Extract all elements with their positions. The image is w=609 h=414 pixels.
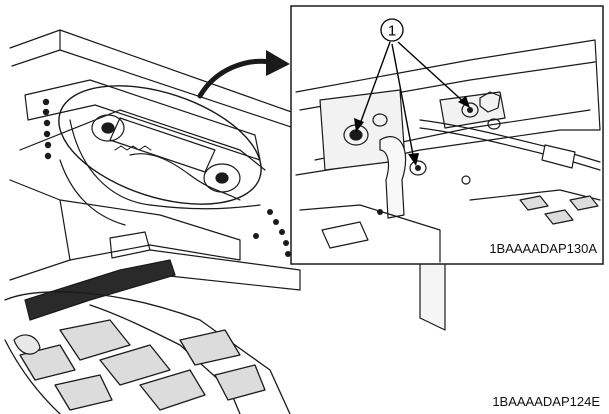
tire (4, 291, 291, 414)
main-view-drawing (4, 29, 446, 414)
leader-to-mid-bolt (391, 43, 415, 161)
hose-line (129, 153, 241, 201)
inset-grille (519, 195, 599, 225)
seat-base-box (419, 261, 446, 331)
mount-bracket-right-inner (215, 172, 229, 184)
cylinder-body (109, 117, 216, 173)
frame-rail-upper (9, 29, 301, 131)
leader-to-right-bolt (397, 41, 467, 105)
body-panel-left (9, 179, 71, 281)
wire-harness (69, 119, 261, 210)
detail-highlight-ellipse (58, 85, 262, 205)
mount-bracket-left-inner (101, 122, 115, 134)
frame-rail-lower (19, 109, 266, 171)
inset-bolt-mid (409, 160, 427, 176)
body-panel-mid (59, 199, 241, 261)
callout-number: 1 (388, 23, 396, 40)
inset-drawing (295, 39, 601, 263)
bolt-column-right (253, 209, 291, 257)
inset-nut-stack (479, 91, 501, 113)
inset-detail: 1 1BAAAADAP130A (290, 5, 604, 265)
callout-marker: 1 (380, 18, 404, 42)
inset-nut-top (372, 113, 388, 127)
bracket-plate (109, 231, 151, 259)
inset-figure-code: 1BAAAADAP130A (489, 241, 597, 256)
main-figure-code: 1BAAAADAP124E (492, 394, 600, 409)
cable-clamp (13, 334, 41, 355)
pointer-arrow (197, 50, 290, 99)
wire-harness-2 (59, 159, 126, 226)
spring-coil (114, 145, 152, 151)
lower-frame (149, 249, 301, 291)
dark-lever (24, 259, 176, 321)
callout-arrowheads (354, 96, 470, 166)
inset-connector (541, 144, 576, 169)
bolt-column-left (42, 98, 52, 160)
leader-to-left-bolt (359, 41, 391, 125)
callout-circle (380, 18, 404, 42)
inset-bolt-right (461, 102, 479, 118)
mount-bracket-left (91, 114, 125, 142)
callout-leaders (359, 41, 467, 161)
inset-floor (299, 204, 441, 263)
